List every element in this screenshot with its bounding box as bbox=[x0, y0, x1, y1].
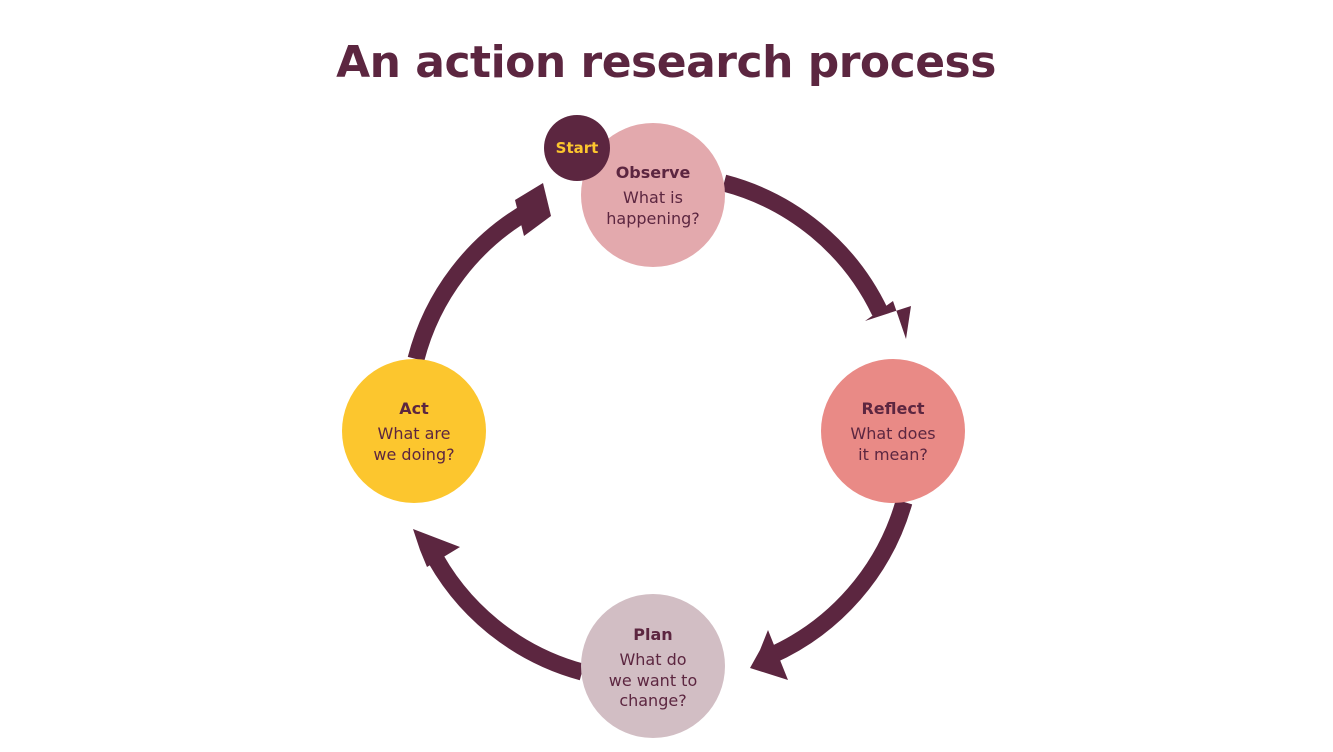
node-reflect-circle bbox=[821, 359, 965, 503]
arrow-observe-to-reflect bbox=[721, 174, 888, 316]
start-badge-circle bbox=[544, 115, 610, 181]
node-observe-circle bbox=[581, 123, 725, 267]
cycle-arrows bbox=[407, 174, 913, 681]
node-act-title: Act bbox=[399, 399, 429, 418]
node-reflect-line-2: it mean? bbox=[858, 445, 928, 464]
arrowhead-act bbox=[413, 529, 460, 567]
node-act: Act What are we doing? bbox=[342, 359, 486, 503]
node-plan-line-1: What do bbox=[619, 650, 686, 669]
node-plan-circle bbox=[581, 594, 725, 738]
arrow-plan-to-act bbox=[422, 544, 585, 681]
arrow-reflect-to-plan bbox=[766, 499, 913, 664]
node-act-circle bbox=[342, 359, 486, 503]
start-badge-label: Start bbox=[556, 139, 599, 157]
node-observe-title: Observe bbox=[616, 163, 691, 182]
node-reflect-line-1: What does bbox=[850, 424, 935, 443]
node-reflect-title: Reflect bbox=[861, 399, 924, 418]
node-observe-line-2: happening? bbox=[606, 209, 699, 228]
arrowheads bbox=[413, 183, 911, 680]
node-act-line-1: What are bbox=[378, 424, 451, 443]
arrow-act-to-observe bbox=[407, 202, 535, 362]
node-plan-line-3: change? bbox=[619, 691, 686, 710]
node-reflect: Reflect What does it mean? bbox=[821, 359, 965, 503]
node-plan-title: Plan bbox=[633, 625, 672, 644]
arrowhead-reflect bbox=[865, 301, 911, 339]
arrowhead-observe bbox=[515, 183, 551, 236]
node-plan: Plan What do we want to change? bbox=[581, 594, 725, 738]
arrowhead-plan bbox=[750, 630, 788, 680]
node-plan-line-2: we want to bbox=[609, 671, 697, 690]
diagram-title: An action research process bbox=[336, 37, 996, 88]
start-badge: Start bbox=[544, 115, 610, 181]
node-observe: Observe What is happening? bbox=[581, 123, 725, 267]
node-observe-line-1: What is bbox=[623, 188, 683, 207]
node-act-line-2: we doing? bbox=[373, 445, 454, 464]
